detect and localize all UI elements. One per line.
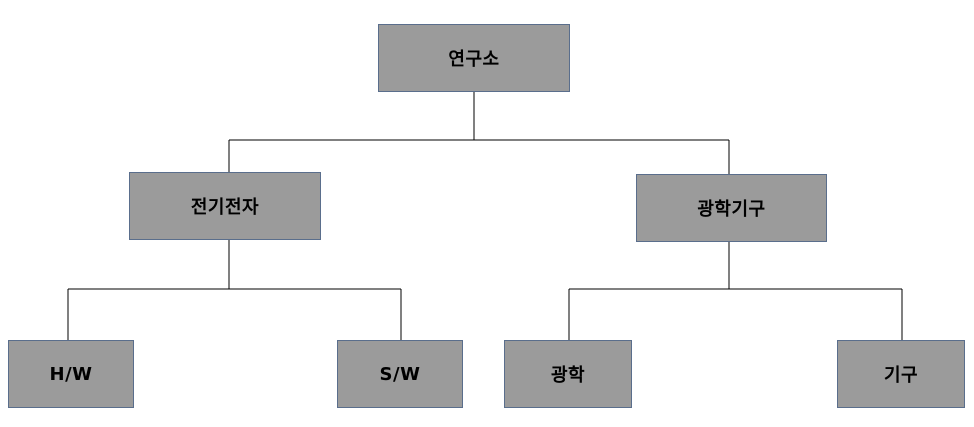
node-label: 광학	[550, 365, 586, 386]
node-label: S/W	[379, 363, 421, 385]
node-electrical-electronics: 전기전자	[129, 172, 321, 240]
node-label: 연구소	[448, 49, 500, 70]
node-label: H/W	[49, 363, 93, 385]
node-label: 기구	[883, 365, 919, 386]
node-mechanics: 기구	[837, 340, 965, 408]
node-label: 전기전자	[190, 197, 260, 218]
node-optics: 광학	[504, 340, 632, 408]
node-hardware: H/W	[8, 340, 134, 408]
node-label: 광학기구	[697, 199, 766, 220]
node-software: S/W	[337, 340, 463, 408]
node-research-lab: 연구소	[378, 24, 570, 92]
node-optics-mechanics: 광학기구	[636, 174, 827, 242]
